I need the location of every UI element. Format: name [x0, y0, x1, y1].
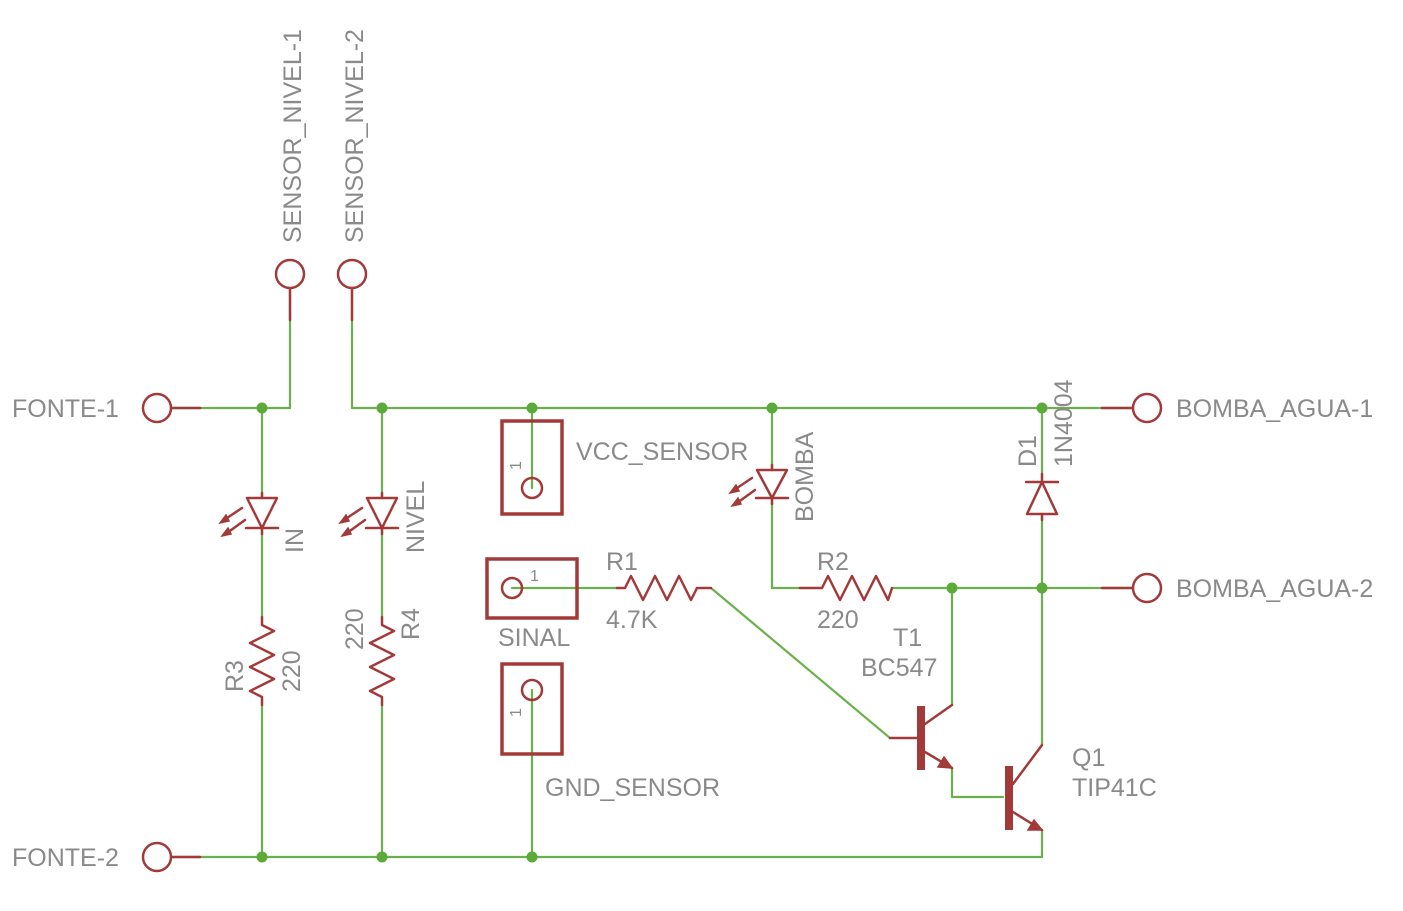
transistor-q1[interactable]: Q1 TIP41C — [1005, 743, 1157, 832]
light-arrows-icon — [728, 476, 757, 508]
led-value: IN — [281, 528, 309, 553]
led-value: NIVEL — [402, 481, 430, 553]
terminal-sensor-nivel-1[interactable]: SENSOR_NIVEL-1 — [274, 29, 307, 322]
connector-label: GND_SENSOR — [545, 774, 720, 802]
resistor-value: 220 — [278, 650, 306, 692]
light-arrows-icon — [218, 506, 247, 538]
connector-sinal[interactable]: 1 SINAL — [485, 557, 579, 652]
junction-dot — [766, 402, 778, 414]
junction-dot — [1036, 582, 1048, 594]
junction-dot — [376, 851, 388, 863]
resistor-name: R1 — [606, 548, 638, 576]
light-arrows-icon — [338, 506, 367, 538]
terminal-label: FONTE-2 — [12, 844, 119, 872]
terminal-sensor-nivel-2[interactable]: SENSOR_NIVEL-2 — [336, 29, 369, 322]
junction-dot — [526, 402, 538, 414]
junction-dot — [256, 851, 268, 863]
resistor-value: 4.7K — [606, 606, 658, 634]
diode-value: 1N4004 — [1050, 379, 1078, 467]
connector-label: VCC_SENSOR — [576, 438, 748, 466]
terminal-label: SENSOR_NIVEL-2 — [341, 29, 369, 243]
terminal-bomba-agua-1[interactable]: BOMBA_AGUA-1 — [1100, 392, 1373, 424]
junction-dot — [526, 851, 538, 863]
led-in[interactable]: IN — [218, 491, 309, 553]
wires — [170, 288, 1134, 859]
resistor-r2[interactable]: R2 220 — [798, 548, 894, 634]
junction-dot — [256, 402, 268, 414]
terminal-label: BOMBA_AGUA-1 — [1176, 395, 1373, 423]
resistor-r3[interactable]: R3 220 — [221, 615, 306, 707]
junction-dot — [946, 582, 958, 594]
terminal-bomba-agua-2[interactable]: BOMBA_AGUA-2 — [1100, 572, 1373, 604]
resistor-value: 220 — [817, 606, 859, 634]
transistor-value: TIP41C — [1072, 774, 1157, 802]
diode-d1[interactable]: D1 1N4004 — [1014, 379, 1078, 522]
led-nivel[interactable]: NIVEL — [338, 481, 430, 553]
pin-number: 1 — [530, 568, 539, 585]
transistor-name: T1 — [893, 624, 922, 652]
resistor-name: R4 — [397, 608, 425, 640]
pin-number: 1 — [508, 708, 525, 717]
transistor-name: Q1 — [1072, 744, 1105, 772]
resistor-r1[interactable]: R1 4.7K — [606, 548, 713, 634]
connector-label: SINAL — [498, 624, 570, 652]
junctions — [256, 402, 1048, 863]
led-bomba[interactable]: BOMBA — [728, 431, 819, 522]
terminal-label: SENSOR_NIVEL-1 — [279, 29, 307, 243]
diode-name: D1 — [1014, 435, 1042, 467]
resistor-r4[interactable]: 220 R4 — [341, 608, 425, 707]
resistor-value: 220 — [341, 608, 369, 650]
terminal-fonte-2[interactable]: FONTE-2 — [12, 841, 202, 873]
transistor-t1[interactable]: T1 BC547 — [861, 624, 954, 770]
connector-gnd-sensor[interactable]: 1 GND_SENSOR — [500, 662, 720, 802]
junction-dot — [1036, 402, 1048, 414]
junction-dot — [376, 402, 388, 414]
pin-number: 1 — [508, 461, 525, 470]
terminal-fonte-1[interactable]: FONTE-1 — [12, 392, 202, 424]
resistor-name: R2 — [817, 548, 849, 576]
connector-vcc-sensor[interactable]: 1 VCC_SENSOR — [500, 419, 748, 516]
terminal-label: FONTE-1 — [12, 395, 119, 423]
terminal-label: BOMBA_AGUA-2 — [1176, 575, 1373, 603]
led-value: BOMBA — [791, 431, 819, 522]
resistor-name: R3 — [221, 660, 249, 692]
transistor-value: BC547 — [861, 654, 937, 682]
